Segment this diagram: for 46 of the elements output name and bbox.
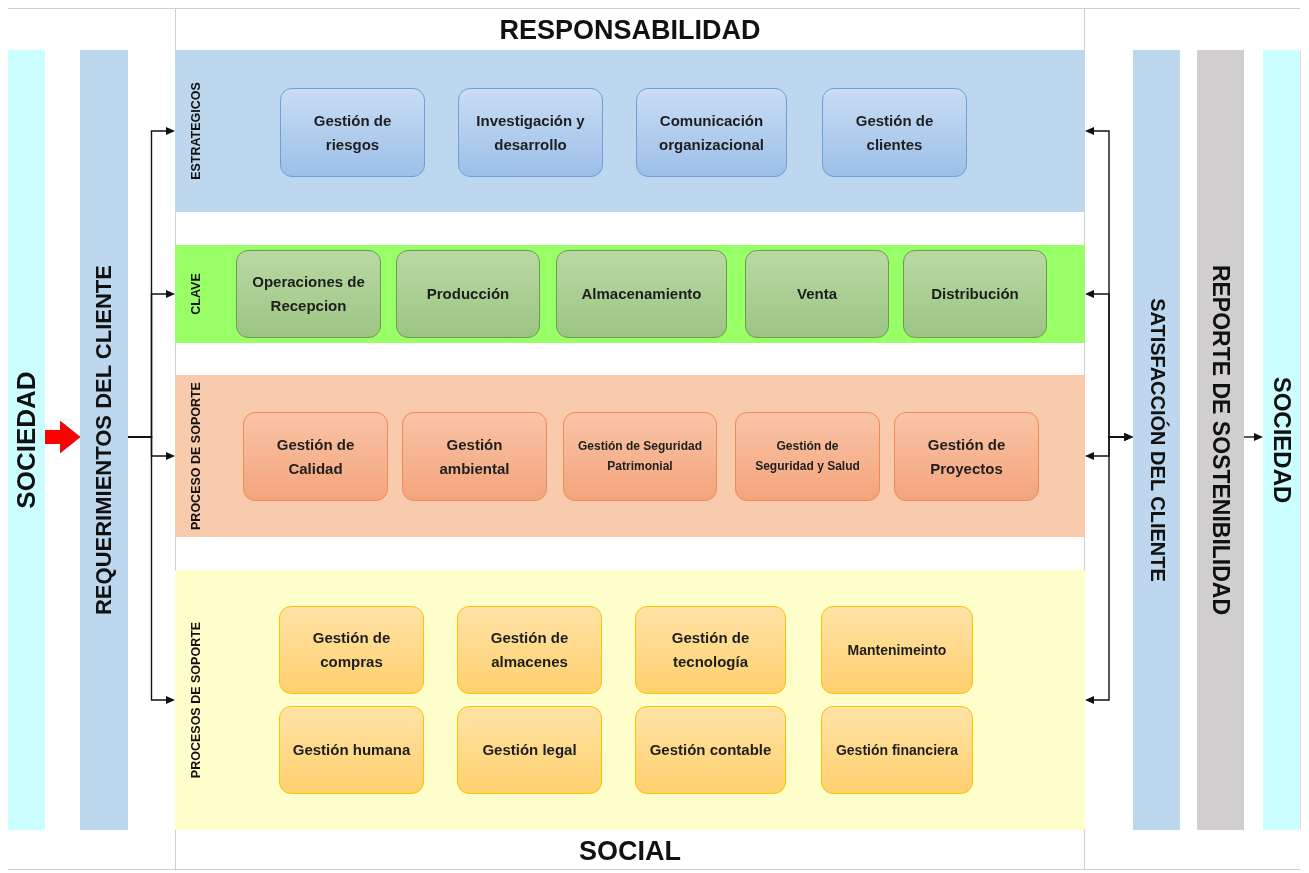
process-box: Gestión de riesgos [280, 88, 425, 177]
process-box: Comunicación organizacional [636, 88, 787, 177]
process-band [175, 375, 1085, 537]
process-box: Gestión de Calidad [243, 412, 388, 501]
process-box: Gestión humana [279, 706, 424, 794]
band-label: PROCESOS DE SOPORTE [188, 620, 204, 781]
process-box: Gestión de Proyectos [894, 412, 1039, 501]
process-box: Gestión de almacenes [457, 606, 602, 694]
process-band [175, 570, 1085, 830]
arrow [1085, 433, 1133, 704]
process-box: Investigación y desarrollo [458, 88, 603, 177]
heading: RESPONSABILIDAD [499, 14, 761, 46]
process-box: Gestión de clientes [822, 88, 967, 177]
process-box: Venta [745, 250, 889, 338]
band-label: SOCIEDAD [11, 370, 42, 511]
heading: SOCIAL [579, 835, 681, 867]
band-label: ESTRATEGICOS [188, 81, 204, 182]
side-band [1133, 50, 1180, 830]
band-label: REPORTE DE SOSTENIBILIDAD [1207, 263, 1234, 618]
side-band [1197, 50, 1244, 830]
process-box: Gestión de Seguridad y Salud [735, 412, 880, 501]
arrow [45, 420, 81, 454]
process-box: Producción [396, 250, 540, 338]
side-band [1263, 50, 1300, 830]
band-label: SATISFACCIÓN DEL CLIENTE [1145, 297, 1168, 584]
process-band [175, 245, 1085, 343]
process-box: Gestión legal [457, 706, 602, 794]
process-box: Gestión contable [635, 706, 786, 794]
arrow [127, 436, 175, 704]
process-box: Operaciones de Recepcion [236, 250, 381, 338]
process-box: Gestión de compras [279, 606, 424, 694]
process-box: Gestión de tecnología [635, 606, 786, 694]
process-box: Distribución [903, 250, 1047, 338]
band-label: REQUERIMIENTOS DEL CLIENTE [91, 264, 117, 617]
band-label: SOCIEDAD [1267, 375, 1296, 506]
process-box: Almacenamiento [556, 250, 727, 338]
side-band [8, 50, 45, 830]
process-box: Gestión de Seguridad Patrimonial [563, 412, 717, 501]
process-box: Gestión financiera [821, 706, 973, 794]
process-box: Mantenimeinto [821, 606, 973, 694]
side-band [80, 50, 128, 830]
arrow [1243, 433, 1263, 441]
process-band [175, 50, 1085, 212]
band-label: PROCESO DE SOPORTE [188, 382, 204, 530]
process-box: Gestión ambiental [402, 412, 547, 501]
band-label: CLAVE [188, 272, 204, 317]
